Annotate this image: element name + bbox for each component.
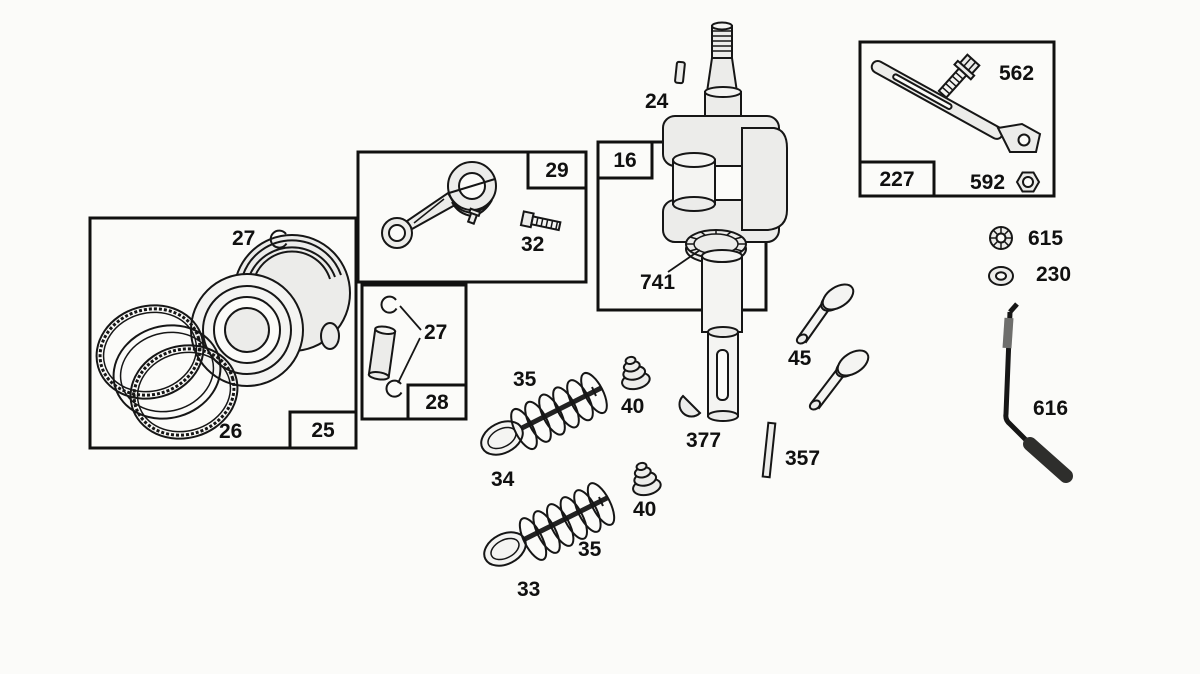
callout-741: 741: [640, 271, 675, 294]
callout-357: 357: [785, 447, 820, 470]
nut-icon: [1015, 171, 1041, 193]
callout-592: 592: [970, 171, 1005, 194]
label-box-227: [858, 160, 936, 198]
tappet-upper-icon: [795, 283, 855, 345]
callout-26: 26: [219, 420, 242, 443]
callout-562: 562: [999, 62, 1034, 85]
dowel-pin-icon: [674, 60, 686, 85]
washer-icon: [988, 266, 1014, 286]
callout-40-upper: 40: [621, 395, 644, 418]
callout-27-pin: 27: [424, 321, 447, 344]
rod-bolt-icon: [466, 207, 482, 225]
retainer-ring-icon-piston: [269, 229, 288, 249]
flywheel-tool-illustration: [870, 59, 1042, 153]
crankshaft-illustration: [662, 21, 788, 422]
callout-616: 616: [1033, 397, 1068, 420]
push-rod-icon: [761, 421, 777, 479]
callout-34: 34: [491, 468, 515, 491]
label-box-29: [526, 150, 588, 190]
piston-pin-illustration: [367, 295, 422, 398]
callout-227: 227: [879, 168, 914, 191]
callout-230: 230: [1036, 263, 1071, 286]
bolt-icon: [937, 53, 981, 99]
callout-labels: 29 25 28 16 227 27 26 32 27 24 741 45 56…: [219, 62, 1071, 601]
callout-35-lower: 35: [578, 538, 602, 561]
woodruff-key-icon: [678, 394, 702, 418]
crank-handle-icon: [1002, 302, 1073, 483]
label-box-16: [596, 140, 654, 180]
callout-40-lower: 40: [633, 498, 656, 521]
callout-35-upper: 35: [513, 368, 537, 391]
spring-retainer-upper-icon: [621, 355, 651, 391]
callout-45: 45: [788, 347, 812, 370]
rod-screw-icon: [519, 210, 562, 232]
callout-29: 29: [545, 159, 568, 182]
lock-washer-icon: [989, 226, 1013, 250]
callout-28: 28: [425, 391, 449, 414]
callout-377: 377: [686, 429, 721, 452]
tappet-illustrations: [795, 283, 870, 411]
label-box-28: [406, 383, 468, 421]
piston-illustration: [190, 234, 351, 387]
callout-16: 16: [613, 149, 636, 172]
valve-spring-upper-icon: [510, 371, 608, 451]
intake-valve-assembly: [480, 355, 651, 456]
callout-33: 33: [517, 578, 540, 601]
tappet-lower-icon: [808, 349, 870, 411]
tool-group-box: [858, 40, 1056, 198]
callout-27-piston: 27: [232, 227, 255, 250]
callout-24: 24: [645, 90, 669, 113]
piston-group-box: [88, 216, 358, 450]
callout-615: 615: [1028, 227, 1063, 250]
piston-rings-illustration: [95, 304, 239, 440]
label-boxes: [288, 140, 936, 450]
leader-741: [667, 249, 701, 273]
connecting-rod-illustration: [381, 161, 497, 249]
rod-group-box: [356, 150, 588, 284]
valve-spring-lower-icon: [518, 482, 616, 561]
callout-32: 32: [521, 233, 544, 256]
callout-25: 25: [311, 419, 335, 442]
exhaust-valve-assembly: [483, 461, 662, 567]
label-box-25: [288, 410, 358, 450]
spring-retainer-lower-icon: [632, 461, 662, 497]
